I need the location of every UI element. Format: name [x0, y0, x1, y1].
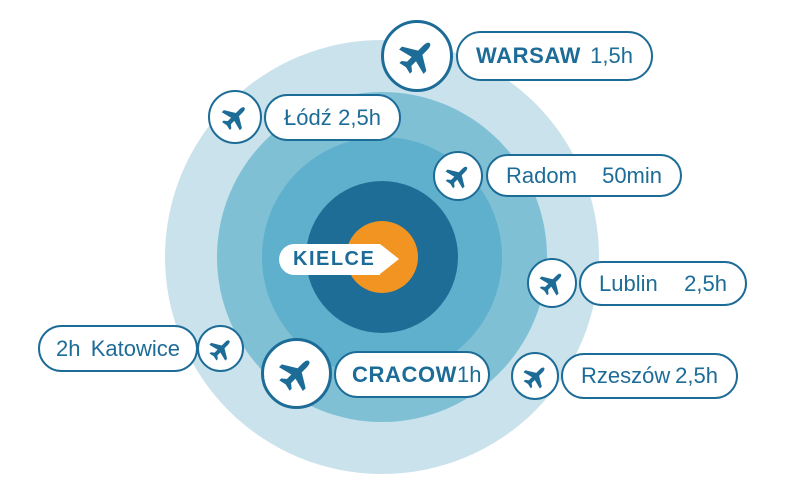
- kielce-center-tag: KIELCE: [279, 244, 399, 275]
- warsaw-city-name: WARSAW: [476, 43, 582, 68]
- rzeszow-plane-badge: [511, 352, 559, 400]
- airplane-icon: [522, 367, 544, 389]
- radom-label-pill: Radom 50min: [486, 154, 682, 197]
- lublin-travel-time: 2,5h: [684, 270, 727, 296]
- cracow-plane-badge: [261, 338, 332, 409]
- lublin-city-name: Lublin: [599, 270, 658, 296]
- radom-travel-time: 50min: [602, 162, 662, 188]
- rzeszow-city-name: Rzeszów: [581, 363, 671, 388]
- lodz-label-pill: Łódź 2,5h: [264, 94, 401, 141]
- warsaw-plane-badge: [381, 20, 453, 92]
- lodz-plane-badge: [208, 90, 262, 144]
- cracow-label-pill: CRACOW 1h: [334, 351, 490, 398]
- rzeszow-travel-time: 2,5h: [675, 363, 718, 388]
- airplane-icon: [208, 339, 230, 361]
- katowice-label-pill: 2h Katowice: [38, 325, 198, 372]
- warsaw-label-pill: WARSAW 1,5h: [456, 31, 653, 81]
- lodz-travel-time: 2,5h: [338, 104, 381, 130]
- cracow-travel-time: 1h: [457, 361, 482, 387]
- rzeszow-label-pill: Rzeszów 2,5h: [561, 353, 738, 399]
- airplane-icon: [539, 273, 562, 296]
- lublin-plane-badge: [527, 258, 577, 308]
- katowice-city-name: Katowice: [90, 335, 180, 361]
- lublin-label-pill: Lublin 2,5h: [579, 261, 747, 306]
- airplane-icon: [221, 107, 245, 131]
- radom-plane-badge: [433, 151, 483, 201]
- warsaw-travel-time: 1,5h: [590, 43, 633, 68]
- airplane-icon: [445, 166, 468, 189]
- radom-city-name: Radom: [506, 162, 577, 188]
- lodz-city-name: Łódź: [284, 104, 332, 130]
- airplane-icon: [399, 42, 431, 74]
- katowice-plane-badge: [197, 325, 244, 372]
- katowice-travel-time: 2h: [56, 335, 81, 361]
- cracow-city-name: CRACOW: [352, 361, 458, 387]
- kielce-label: KIELCE: [293, 248, 376, 270]
- airplane-icon: [278, 360, 310, 392]
